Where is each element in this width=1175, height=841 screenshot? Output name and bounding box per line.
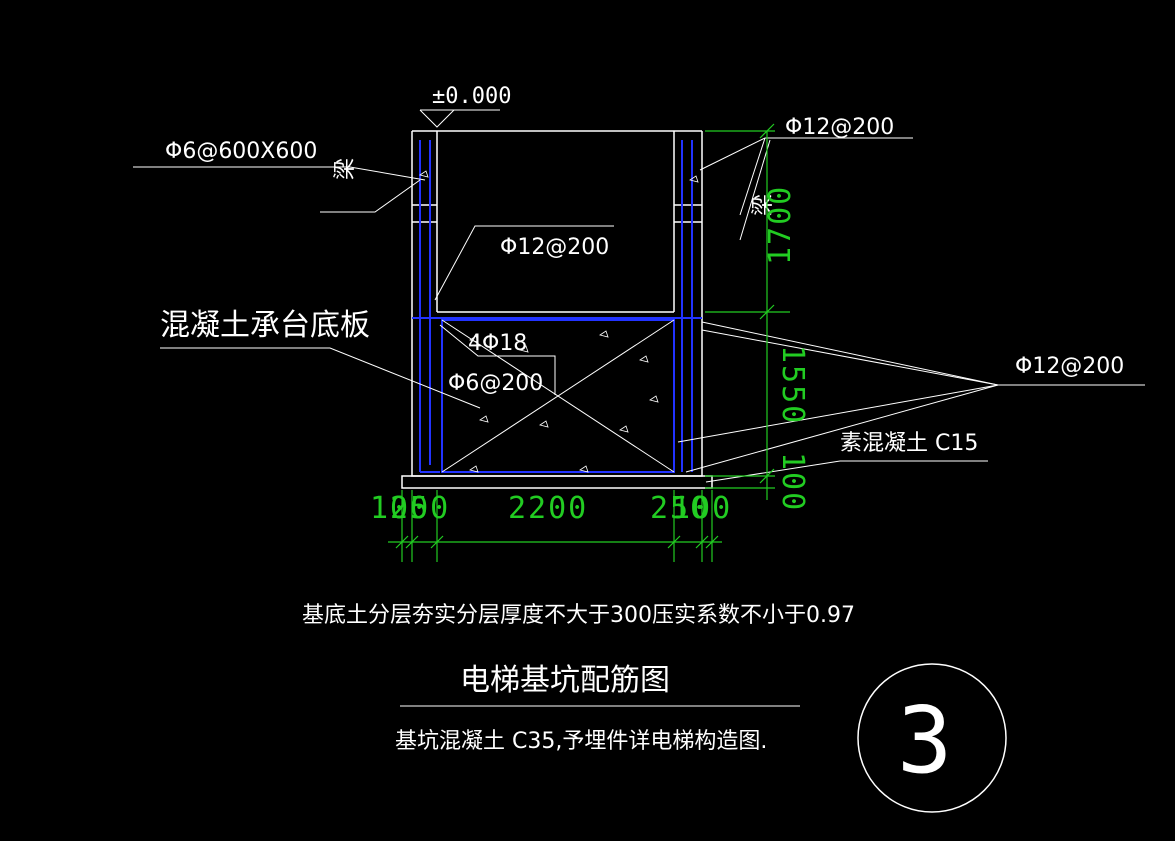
dim-1550: 1550 bbox=[775, 345, 810, 425]
drawing-title: 电梯基坑配筋图 bbox=[460, 663, 670, 698]
mesh-label: Φ6@600X600 bbox=[165, 139, 317, 164]
beam-right-label: 梁 bbox=[751, 194, 776, 216]
sheet-number: 3 bbox=[897, 687, 952, 794]
rebar-inner-label: Φ12@200 bbox=[500, 235, 609, 260]
concrete-hatch bbox=[419, 170, 699, 473]
dimension-lines bbox=[388, 123, 790, 562]
plain-concrete-label: 素混凝土 C15 bbox=[840, 431, 978, 456]
dim-100-left: 100 bbox=[370, 491, 430, 526]
dim-1700: 1700 bbox=[763, 185, 798, 265]
dim-2200: 2200 bbox=[508, 491, 588, 526]
dim-250-left: 250 bbox=[390, 491, 450, 526]
pit-walls bbox=[411, 130, 703, 477]
stirrup-label: Φ6@200 bbox=[448, 371, 543, 396]
bars-label: 4Φ18 bbox=[468, 331, 527, 356]
elevation-label: ±0.000 bbox=[432, 84, 511, 109]
cap-slab-label: 混凝土承台底板 bbox=[160, 308, 370, 343]
soil-note: 基底土分层夯实分层厚度不大于300压实系数不小于0.97 bbox=[302, 603, 855, 628]
dim-100-right: 100 bbox=[672, 491, 732, 526]
elevation-marker bbox=[419, 109, 500, 128]
concrete-note: 基坑混凝土 C35,予埋件详电梯构造图. bbox=[395, 729, 767, 754]
rebar-right-label: Φ12@200 bbox=[1015, 354, 1124, 379]
dim-250-right: 250 bbox=[650, 491, 710, 526]
plain-concrete-base bbox=[401, 475, 713, 489]
cross-lines bbox=[441, 319, 675, 473]
leader-lines bbox=[133, 137, 1145, 483]
rebar-lines bbox=[412, 140, 702, 473]
rebar-top-right-label: Φ12@200 bbox=[785, 115, 894, 140]
dim-100-vertical: 100 bbox=[775, 452, 810, 512]
beam-left-label: 梁 bbox=[333, 158, 358, 180]
sheet-number-circle bbox=[857, 663, 1007, 813]
